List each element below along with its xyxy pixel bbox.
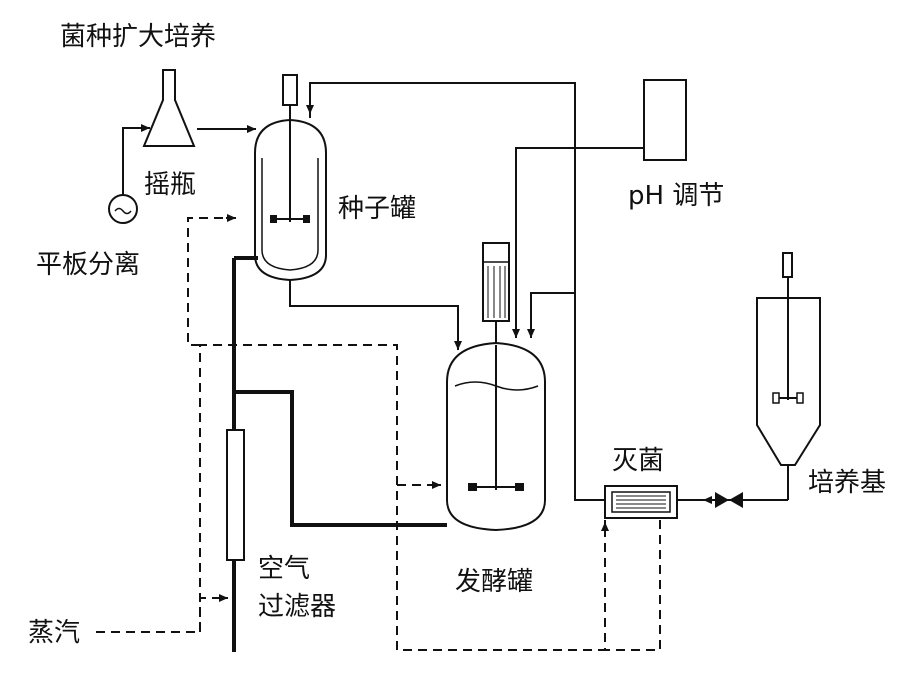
ph-controller-box [643,79,687,161]
air-filter [226,429,245,561]
seed-tank-motor [282,74,298,106]
label-shake-flask: 摇瓶 [144,170,197,200]
dish-to-flask-line [122,124,150,195]
label-ph-control: pH 调节 [628,181,725,211]
seed-tank [254,74,327,282]
label-plate-isolation: 平板分离 [36,250,141,280]
seed-to-fermenter-line [289,280,462,350]
label-seed-tank: 种子罐 [338,194,417,224]
petri-dish-icon [108,194,138,224]
sterilizer [604,485,678,519]
label-steam: 蒸汽 [28,618,81,648]
shake-flask-icon [142,69,196,147]
valve-icon [715,492,743,508]
feed-line [527,292,575,338]
label-sterilize: 灭菌 [612,446,665,476]
label-air-filter-line1: 空气 [258,554,311,584]
label-fermenter: 发酵罐 [455,567,534,597]
label-medium: 培养基 [808,468,887,498]
label-air-filter-line2: 过滤器 [258,592,337,622]
ph-control-line [512,147,644,338]
label-seed-expansion: 菌种扩大培养 [60,22,217,52]
medium-tank [756,252,821,466]
seed-tank-top-line [309,82,605,501]
fermenter-tank [446,242,546,532]
